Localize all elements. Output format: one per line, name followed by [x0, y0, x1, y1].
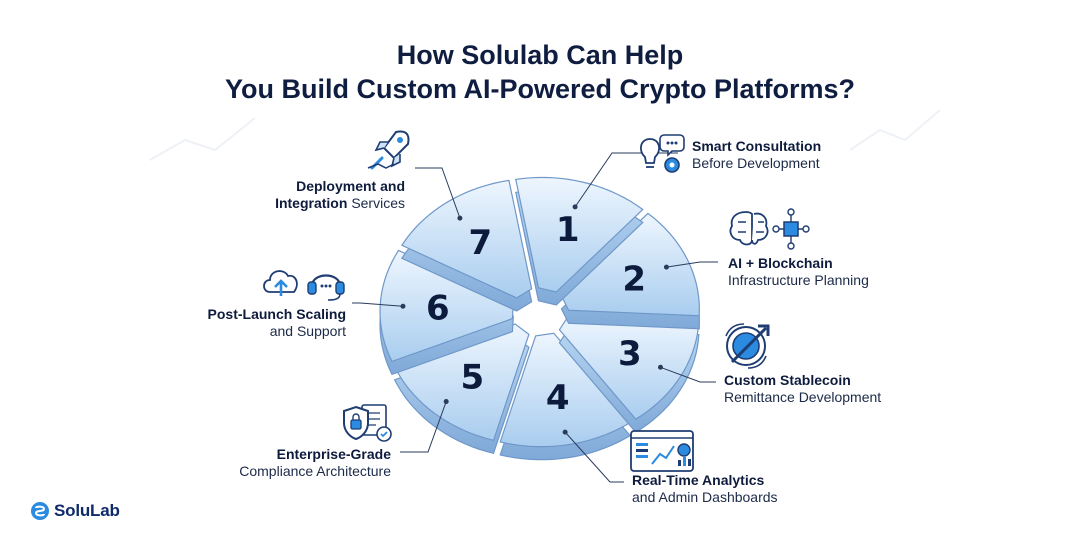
rocket-icon [367, 130, 410, 170]
brand-logo: SoluLab [30, 501, 120, 521]
page-title-line1: How Solulab Can Help [396, 40, 684, 70]
segment-number-7: 7 [468, 223, 492, 263]
wheel-segment-4: 4 [499, 332, 632, 461]
label-6-rest: and Support [269, 323, 346, 339]
segment-number-1: 1 [556, 210, 580, 250]
label-2: AI + Blockchain Infrastructure Planning [728, 255, 869, 289]
label-7-bold: Deployment and [296, 178, 405, 194]
wheel-segment-7: 7 [400, 179, 533, 312]
label-7: Deployment and Integration Services [275, 178, 405, 212]
solulab-logo-icon [31, 502, 49, 520]
wheel-segment-1: 1 [515, 176, 644, 306]
segment-number-6: 6 [426, 289, 450, 329]
label-7-rest: Services [351, 195, 405, 211]
label-1: Smart Consultation Before Development [692, 138, 821, 172]
wheel-segment-top-3 [558, 315, 700, 420]
label-2-rest: Infrastructure Planning [728, 272, 869, 288]
wheel-group: 4 5 3 6 2 7 1 [379, 176, 700, 461]
wheel-segment-6: 6 [379, 249, 514, 376]
segment-number-3: 3 [618, 334, 642, 374]
label-3-bold: Custom Stablecoin [724, 372, 851, 388]
cloud-headset-icon [263, 270, 345, 301]
shield-lock-icon [343, 404, 392, 442]
leader-dot-6 [400, 303, 406, 309]
label-1-bold: Smart Consultation [692, 138, 822, 154]
leader-dot-5 [443, 399, 449, 405]
wheel-segment-top-6 [379, 249, 514, 363]
label-4-bold: Real-Time Analytics [632, 472, 765, 488]
wheel-segment-top-4 [499, 332, 632, 448]
label-7-bold2: Integration [275, 195, 348, 211]
leader-line-6 [352, 302, 404, 307]
leader-line-2 [666, 261, 718, 268]
leader-dot-2 [663, 264, 669, 270]
label-2-bold: AI + Blockchain [728, 255, 833, 271]
segment-number-5: 5 [461, 358, 485, 398]
wheel-segment-top-1 [515, 176, 644, 293]
label-5-bold: Enterprise-Grade [276, 446, 391, 462]
leader-line-4 [564, 431, 624, 483]
label-1-rest: Before Development [692, 155, 820, 171]
label-6: Post-Launch Scaling and Support [208, 306, 346, 340]
bg-chart-line [149, 117, 256, 161]
wheel-segment-top-2 [560, 212, 700, 317]
label-5: Enterprise-Grade Compliance Architecture [239, 446, 391, 480]
wheel-segment-top-7 [400, 179, 533, 299]
leader-line-3 [660, 366, 716, 383]
lightbulb-gear-icon [639, 134, 685, 173]
coin-arrow-icon [725, 323, 770, 369]
leader-line-5 [400, 401, 447, 453]
brand-name: SoluLab [54, 501, 120, 520]
brain-network-icon [729, 208, 810, 250]
leader-dot-4 [562, 429, 568, 435]
label-4: Real-Time Analytics and Admin Dashboards [632, 472, 778, 506]
wheel-segment-3: 3 [558, 315, 700, 433]
wheel-segment-top-5 [393, 323, 530, 442]
label-5-rest: Compliance Architecture [239, 463, 391, 479]
label-4-rest: and Admin Dashboards [632, 489, 778, 505]
leader-dot-7 [457, 215, 463, 221]
segment-number-4: 4 [546, 378, 570, 418]
wheel-segment-5: 5 [393, 323, 530, 455]
page-title-line2: You Build Custom AI-Powered Crypto Platf… [224, 74, 856, 104]
leader-line-7 [415, 167, 461, 219]
label-3-rest: Remittance Development [724, 389, 882, 405]
label-6-bold: Post-Launch Scaling [207, 306, 346, 322]
wheel-segment-2: 2 [560, 212, 700, 330]
segment-number-2: 2 [622, 260, 646, 300]
leader-dot-3 [657, 364, 663, 370]
bg-chart-line-right [849, 109, 941, 151]
dashboard-icon [630, 430, 694, 472]
label-3: Custom Stablecoin Remittance Development [724, 372, 881, 406]
leader-dot-1 [572, 204, 578, 210]
